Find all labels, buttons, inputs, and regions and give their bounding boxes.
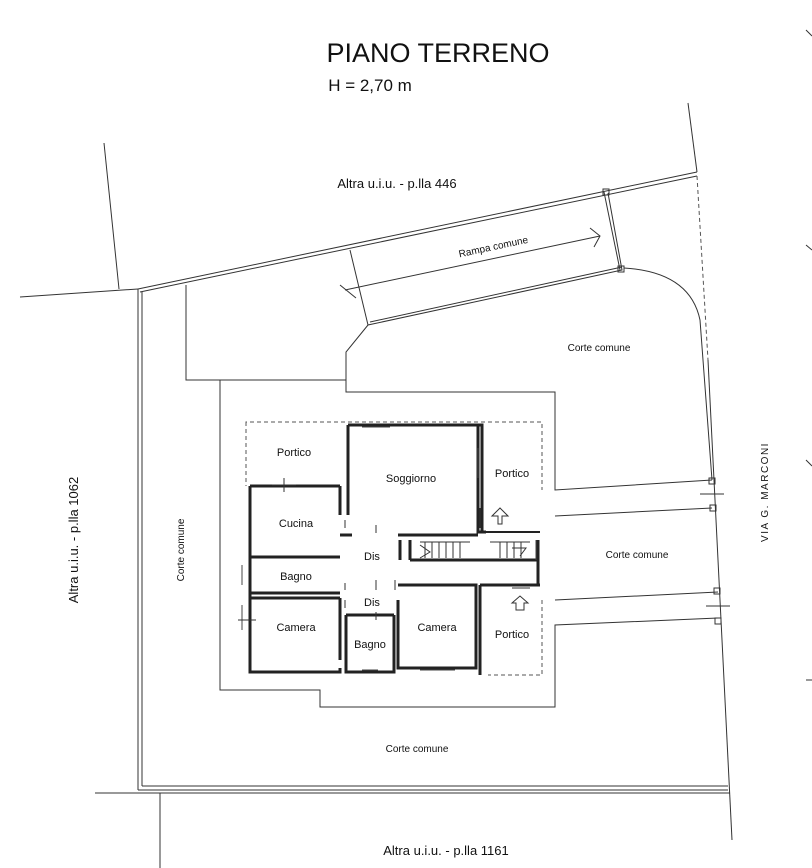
room-cucina: Cucina bbox=[279, 518, 314, 530]
room-camera-1: Camera bbox=[276, 622, 316, 634]
room-dis-1: Dis bbox=[364, 551, 380, 563]
room-bagno-1: Bagno bbox=[280, 571, 312, 583]
house-walls bbox=[238, 29, 812, 681]
label-north-neighbor: Altra u.i.u. - p.lla 446 bbox=[337, 176, 456, 191]
label-south-neighbor: Altra u.i.u. - p.lla 1161 bbox=[383, 843, 509, 858]
plan-title: PIANO TERRENO bbox=[326, 38, 549, 68]
plan-height: H = 2,70 m bbox=[328, 76, 412, 95]
site-boundary bbox=[19, 102, 733, 868]
staircase bbox=[419, 541, 530, 559]
room-bagno-2: Bagno bbox=[354, 639, 386, 651]
label-court-w: Corte comune bbox=[176, 518, 187, 581]
label-court-ne: Corte comune bbox=[568, 343, 631, 354]
room-portico-ne: Portico bbox=[495, 468, 529, 480]
label-court-e: Corte comune bbox=[606, 550, 669, 561]
room-camera-2: Camera bbox=[417, 622, 457, 634]
court-outline bbox=[186, 379, 730, 708]
room-portico-se: Portico bbox=[495, 629, 529, 641]
label-ramp: Rampa comune bbox=[458, 235, 530, 261]
label-street: VIA G. MARCONI bbox=[760, 442, 771, 542]
label-west-neighbor: Altra u.i.u. - p.lla 1062 bbox=[66, 477, 81, 603]
label-court-s: Corte comune bbox=[386, 744, 449, 755]
room-dis-2: Dis bbox=[364, 597, 380, 609]
room-soggiorno: Soggiorno bbox=[386, 473, 436, 485]
room-portico-nw: Portico bbox=[277, 447, 311, 459]
ramp-outline bbox=[185, 188, 713, 481]
